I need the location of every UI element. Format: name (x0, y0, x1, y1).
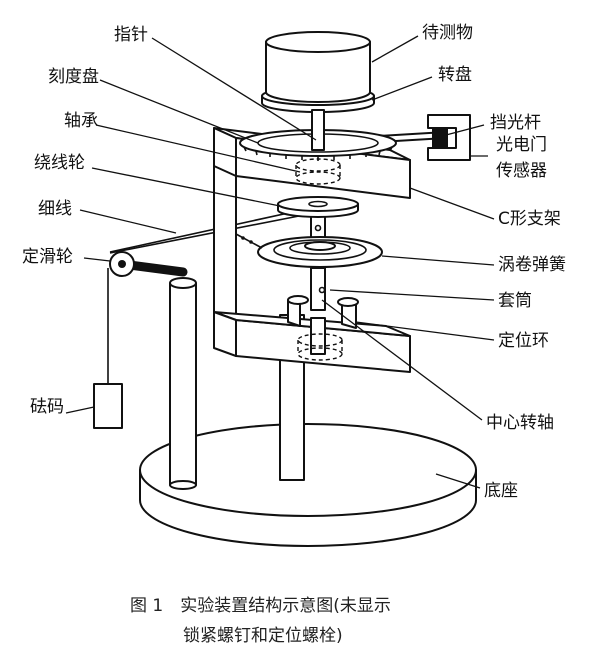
object-to-measure (265, 31, 371, 103)
lower-bearing (297, 333, 343, 361)
label-photogate-line1: 光电门 (496, 135, 547, 155)
center-shaft (310, 109, 326, 355)
positioning-ring (287, 295, 359, 329)
apparatus-diagram: 指针 刻度盘 轴承 绕线轮 细线 定滑轮 砝码 待测物 转盘 挡光杆 光电门 传… (22, 23, 566, 547)
weight-block (93, 268, 123, 429)
label-scroll-spring: 涡卷弹簧 (498, 255, 566, 275)
label-photogate-line2: 传感器 (496, 161, 547, 181)
scroll-spring (235, 233, 383, 268)
photogate-sensor (427, 114, 471, 161)
label-turntable: 转盘 (438, 65, 472, 85)
label-base: 底座 (484, 481, 518, 501)
caption-line-2: 锁紧螺钉和定位螺栓) (183, 626, 343, 646)
label-positioning-ring: 定位环 (498, 331, 549, 351)
label-pointer: 指针 (114, 25, 148, 45)
figure-caption: 图 1 实验装置结构示意图(未显示 锁紧螺钉和定位螺栓) (0, 585, 600, 655)
label-light-blocking-rod: 挡光杆 (490, 113, 541, 133)
label-c-bracket: C形支架 (498, 209, 561, 229)
label-fixed-pulley: 定滑轮 (22, 247, 73, 267)
label-object-to-measure: 待测物 (422, 23, 473, 43)
label-center-shaft: 中心转轴 (486, 413, 554, 433)
label-thin-line: 细线 (38, 199, 72, 219)
upper-bearing (295, 158, 341, 185)
pulley-post (169, 277, 197, 490)
thin-line-string (109, 209, 305, 254)
label-scale-disk: 刻度盘 (48, 67, 99, 87)
winding-wheel (277, 196, 359, 218)
label-bearing: 轴承 (64, 111, 98, 131)
label-sleeve: 套筒 (498, 291, 532, 311)
leader-lines (65, 35, 495, 489)
caption-line-1: 图 1 实验装置结构示意图(未显示 (130, 596, 391, 616)
base-disk (139, 423, 477, 547)
label-winding-wheel: 绕线轮 (34, 153, 85, 173)
label-weight: 砝码 (30, 397, 64, 417)
fixed-pulley (109, 251, 188, 277)
